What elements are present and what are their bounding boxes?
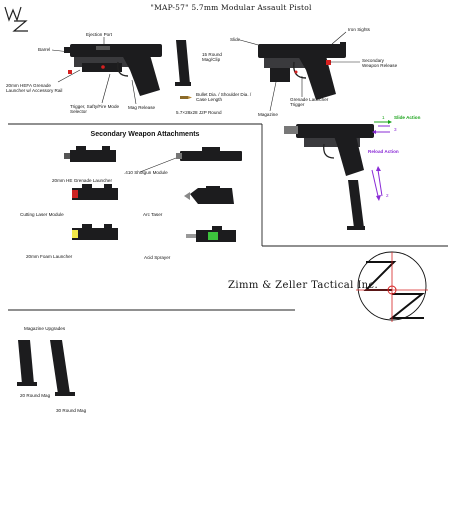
label-iron-sights: Iron Sights — [348, 27, 370, 32]
reload-action-arrows — [371, 166, 383, 201]
label-reload-action: Reload Action — [368, 149, 399, 154]
attachment-shotgun-img — [176, 147, 242, 161]
label-grenade-trigger: Grenade Launcher Trigger — [290, 97, 329, 108]
label-mag-30: 30 Round Mag — [56, 408, 87, 413]
label-bullet-dia: Bullet Dia. / Shoulder Dia. / Case Lengt… — [196, 92, 252, 103]
label-round: 5.7×28x28 J2P Round — [176, 110, 222, 115]
label-step-3: 3 — [394, 127, 397, 132]
label-mag-release: Mag Release — [128, 105, 156, 110]
company-emblem — [356, 251, 428, 322]
page-title: "MAP-57" 5.7mm Modular Assault Pistol — [150, 3, 312, 12]
label-step-1: 1 — [382, 115, 385, 120]
mag-20-img — [17, 340, 37, 386]
attachments-title: Secondary Weapon Attachments — [90, 131, 200, 138]
label-barrel: Barrel — [38, 47, 51, 52]
attachment-label-acid: Acid Sprayer — [144, 255, 171, 260]
attachment-foam-launcher-img — [72, 224, 118, 240]
label-trigger: Trigger, Safty/Fire Mode Selector — [70, 104, 120, 115]
magazine-upgrades-title: Magazine Upgrades — [24, 326, 66, 331]
label-grenade-launcher: 20mm HEFA Grenade Launcher w/ Accessory … — [6, 83, 63, 94]
label-slide: Slide — [230, 37, 241, 42]
logo-mark — [4, 6, 28, 32]
right-pistol — [258, 42, 346, 100]
attachment-label-shotgun: .410 Shotgun Module — [124, 170, 168, 175]
label-ejection-port: Ejection Port — [86, 32, 113, 37]
action-pistol — [284, 124, 374, 230]
label-slide-action: Slide Action — [394, 115, 421, 120]
magazine-clip — [175, 40, 191, 86]
label-step-2: 2 — [386, 193, 389, 198]
attachment-label-laser: Cutting Laser Module — [20, 212, 64, 217]
attachment-cutting-laser-img — [72, 184, 118, 200]
mag-30-img — [50, 340, 75, 396]
left-pistol-leaders — [51, 37, 137, 105]
label-magazine: Magazine — [258, 112, 278, 117]
attachment-label-foam: 20mm Foam Launcher — [26, 254, 73, 259]
attachment-taser-img — [184, 186, 234, 204]
logo — [4, 4, 30, 32]
left-pistol — [64, 44, 162, 96]
attachment-acid-sprayer-img — [186, 226, 236, 242]
attachment-label-taser: Arc Taser — [143, 212, 163, 217]
label-secondary-release: Secondary Weapon Release — [362, 58, 398, 69]
right-pistol-leaders — [239, 31, 360, 112]
attachment-label-grenade: 20mm HE Grenade Launcher — [52, 178, 113, 183]
company-name: Zimm & Zeller Tactical Inc. — [228, 280, 379, 291]
label-mag-clip: 15 Round Mag/Clip — [202, 52, 222, 63]
round-cartridge — [180, 96, 192, 99]
attachment-grenade-launcher-img — [64, 146, 116, 162]
shotgun-leader — [139, 157, 177, 173]
slide-action-arrows — [372, 120, 392, 134]
label-mag-20: 20 Round Mag — [20, 393, 51, 398]
